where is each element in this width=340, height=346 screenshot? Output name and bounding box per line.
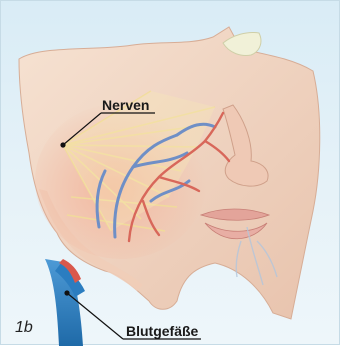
vessels-leader-dot: [64, 290, 69, 295]
vessels-label: Blutgefäße: [126, 323, 198, 339]
nerves-label: Nerven: [102, 97, 149, 113]
nerves-leader-dot: [60, 142, 65, 147]
figure-number: 1b: [15, 319, 33, 337]
